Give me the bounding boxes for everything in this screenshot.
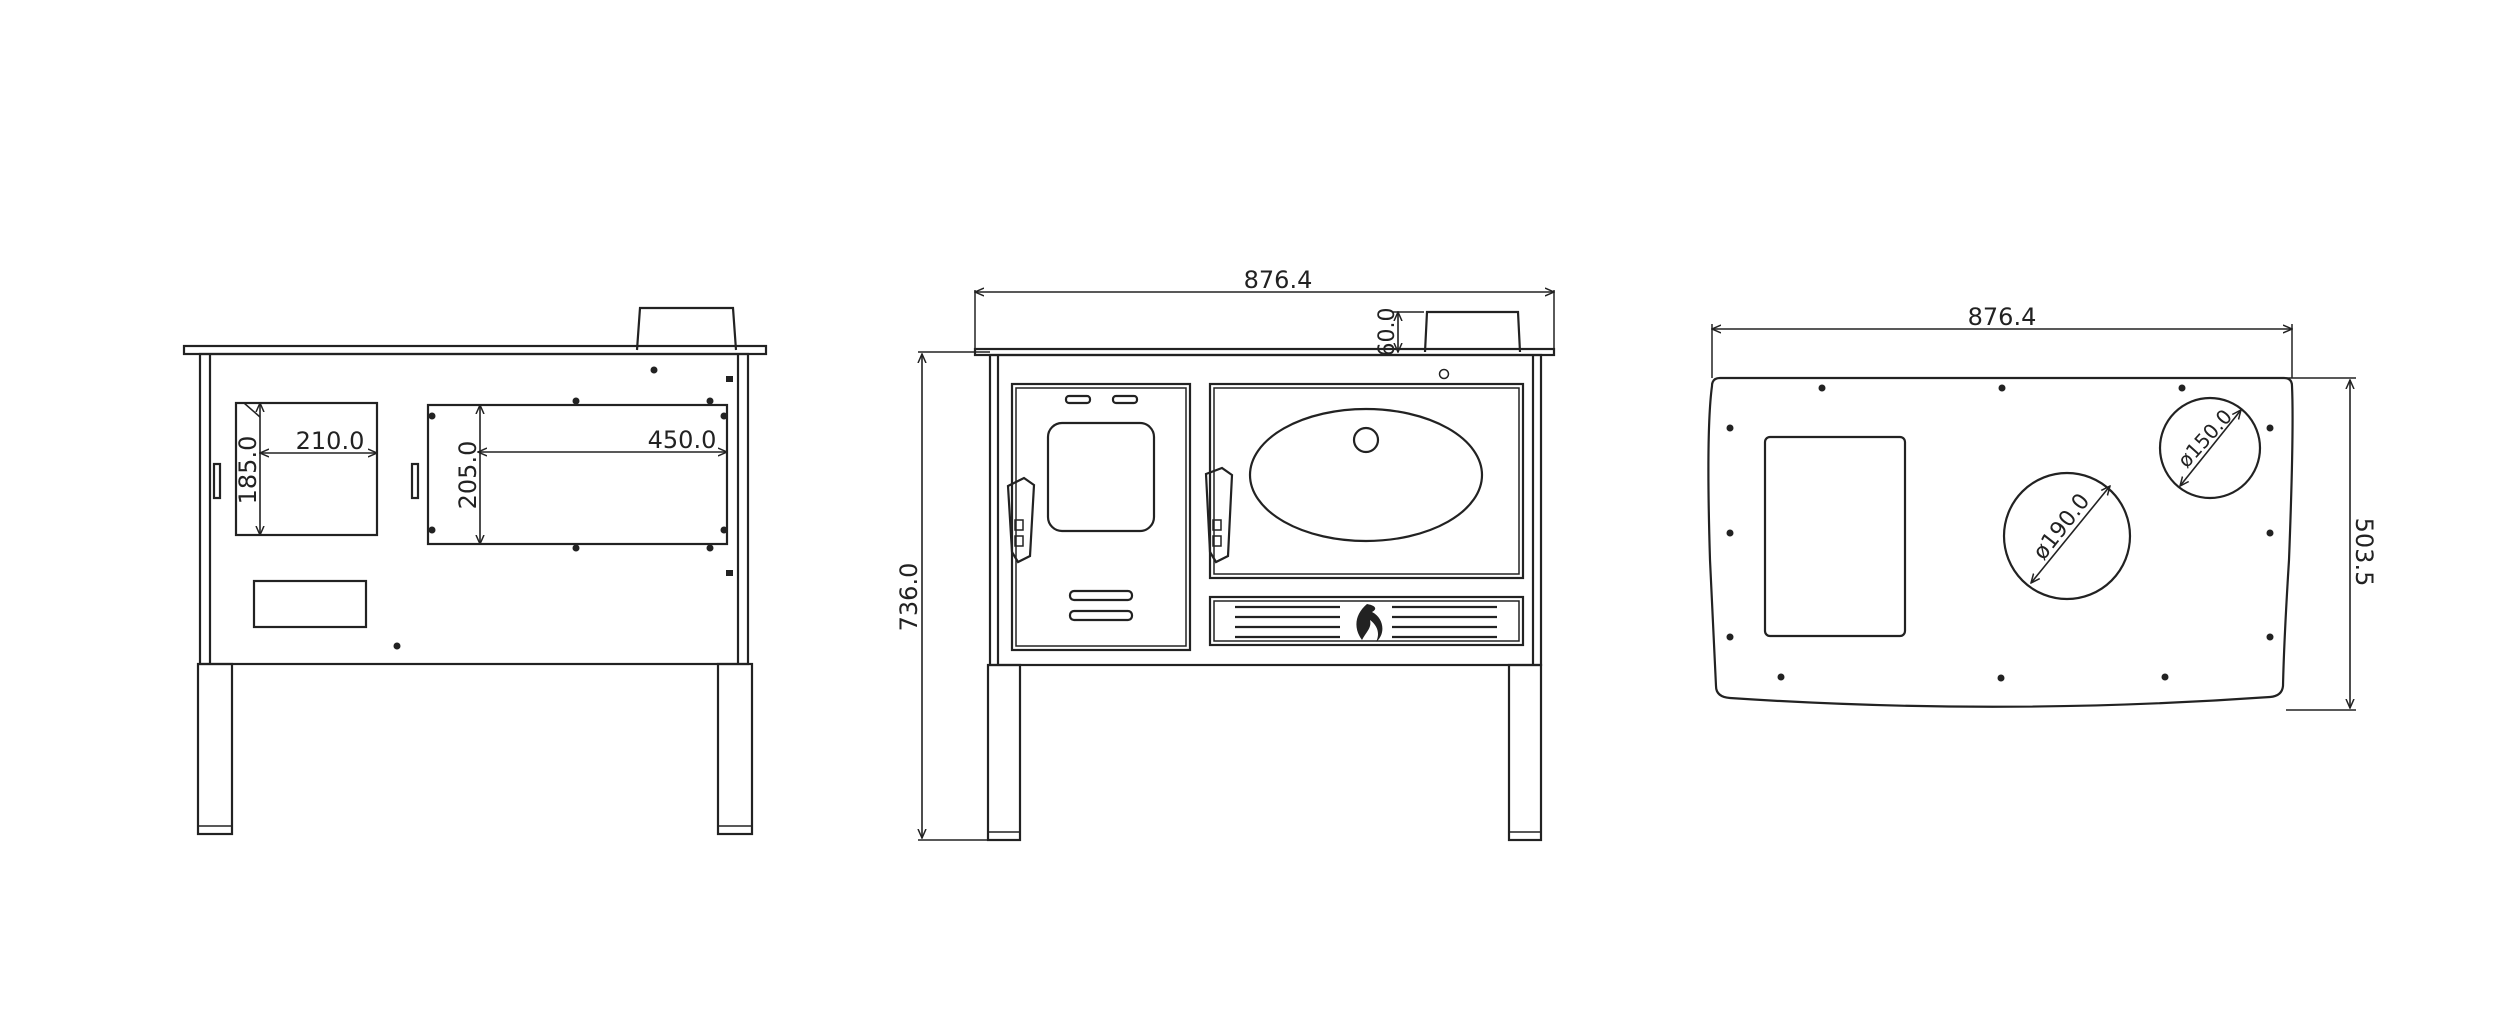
oven-thermometer-icon bbox=[1352, 426, 1380, 454]
side-chimney bbox=[635, 306, 738, 351]
side-small-height-label: 185.0 bbox=[234, 436, 262, 505]
side-bolts bbox=[393, 366, 733, 650]
front-oven-door bbox=[1204, 368, 1525, 580]
front-chimney bbox=[1423, 310, 1522, 353]
top-small-hob: ø150.0 bbox=[2158, 396, 2262, 500]
side-large-opening: 450.0 205.0 bbox=[426, 403, 729, 546]
side-top-plate bbox=[182, 344, 768, 356]
top-view: 876.4 503.5 ø190.0 ø150.0 bbox=[1707, 303, 2378, 711]
firebox-handle bbox=[1006, 476, 1036, 564]
front-view: 876.4 60.0 736.0 bbox=[895, 266, 1556, 842]
front-firebox-door bbox=[1006, 382, 1192, 652]
top-hob-plate bbox=[1707, 376, 2294, 708]
front-height-label: 736.0 bbox=[895, 563, 923, 632]
top-depth-label: 503.5 bbox=[2350, 518, 2378, 587]
top-warming-plate bbox=[1763, 435, 1907, 638]
front-width-label: 876.4 bbox=[1244, 266, 1313, 294]
top-width-label: 876.4 bbox=[1968, 303, 2037, 331]
front-body bbox=[988, 353, 1543, 667]
top-bolts bbox=[1726, 384, 2274, 682]
side-small-opening: 210.0 185.0 bbox=[234, 401, 379, 537]
top-large-hob-label: ø190.0 bbox=[2028, 489, 2095, 565]
front-leg-left bbox=[986, 663, 1022, 842]
side-view: 210.0 185.0 450.0 205.0 bbox=[182, 306, 768, 836]
side-handle-left bbox=[212, 462, 222, 500]
top-large-hob: ø190.0 bbox=[2002, 471, 2132, 601]
side-ash-slot bbox=[252, 579, 368, 629]
top-small-hob-label: ø150.0 bbox=[2173, 404, 2237, 472]
oven-window bbox=[1248, 407, 1484, 543]
side-leg-left bbox=[196, 662, 234, 836]
side-large-width-label: 450.0 bbox=[648, 426, 717, 454]
oven-handle bbox=[1204, 466, 1234, 564]
front-leg-right bbox=[1507, 663, 1543, 842]
side-large-height-label: 205.0 bbox=[454, 441, 482, 510]
side-leg-right bbox=[716, 662, 754, 836]
side-handle-right bbox=[410, 462, 420, 500]
front-ash-drawer bbox=[1208, 595, 1525, 647]
side-small-width-label: 210.0 bbox=[296, 427, 365, 455]
side-body bbox=[198, 352, 750, 666]
flame-logo-icon bbox=[1356, 604, 1383, 642]
